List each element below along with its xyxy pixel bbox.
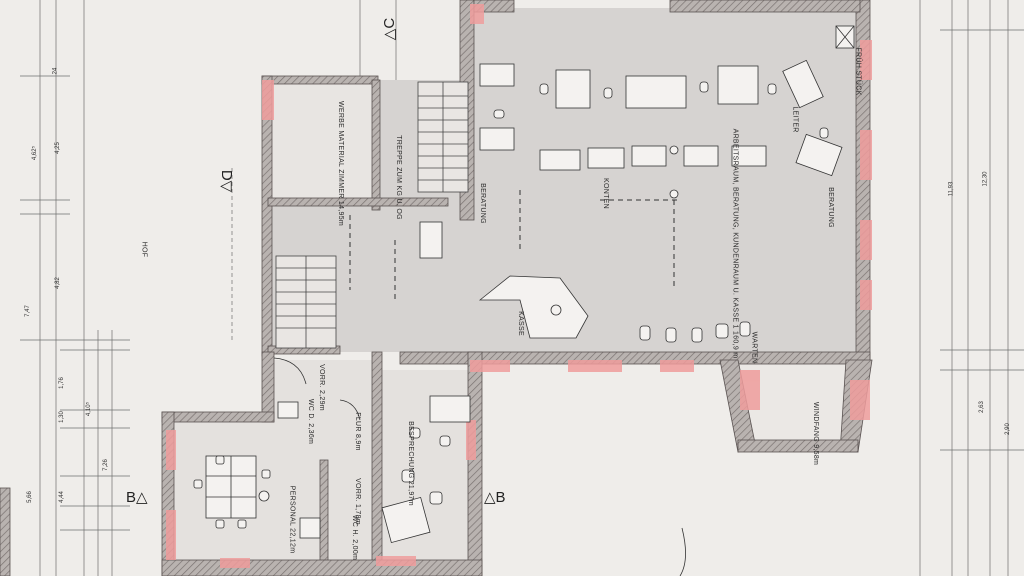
dim-left-7: 1,30 (58, 411, 65, 423)
room-label-leiter: LEITER (791, 106, 799, 133)
dimension-lines (20, 0, 1024, 576)
section-c-marker: △C (381, 17, 399, 41)
room-label-vorr-top: VORR. 2,29m (317, 364, 325, 411)
room-label-kasse: KASSE (516, 311, 524, 336)
dim-left-0: 4,62⁵ (32, 145, 39, 161)
walls (0, 0, 873, 576)
room-label-fruehstueck: FRÜH STÜCK (854, 47, 862, 96)
dim-left-5: 1,76 (58, 377, 65, 389)
dim-left-9: 7,26 (102, 459, 109, 471)
staircase-upper (417, 81, 469, 193)
room-label-wc-d: WC D. 2,36m (307, 398, 315, 445)
counter-lines (349, 190, 680, 300)
dim-left-1: 4,25 (54, 142, 61, 154)
room-label-treppe: TREPPE ZUM KG U. OG (394, 135, 402, 220)
section-d-marker: D▽ (218, 169, 236, 193)
furniture (205, 25, 855, 544)
section-b-right-marker: △B (484, 489, 506, 506)
dim-right-1: 12,30 (982, 171, 989, 187)
room-label-wc-h: WC H. 2,00m (351, 514, 359, 561)
room-label-windfang: WINDFANG 9,58m (812, 401, 820, 466)
door-swings (273, 357, 686, 576)
dim-right-2: 2,63 (978, 401, 985, 413)
dim-left-8: 4,44 (58, 491, 65, 503)
dim-right-0: 11,93 (948, 181, 955, 197)
room-label-arbeitsraum: ARBEITSRAUM, BERATUNG, KUNDENRAUM U. KAS… (731, 128, 739, 359)
room-label-personal: PERSONAL 22,12m (288, 485, 296, 554)
room-label-besprechung: BESPRECHUNG 21,97m (406, 421, 414, 506)
section-b-left-marker: B△ (126, 489, 148, 506)
dim-right-3: 2,90 (1004, 423, 1011, 435)
dim-left-4: 5,66 (26, 491, 33, 503)
room-label-hof: HOF (140, 241, 148, 258)
room-label-beratung-left: BERATUNG (478, 183, 486, 224)
dim-left-2: 4,82 (54, 277, 61, 289)
room-label-flur: FLUR 8,9m (353, 412, 361, 451)
staircase-lower (275, 255, 337, 349)
chairs (193, 81, 829, 529)
room-label-beratung-right: BERATUNG (826, 187, 834, 228)
room-label-konten: KONTEN (601, 178, 609, 209)
room-label-warten: WARTEN (750, 331, 758, 364)
room-label-werbe-material: WERBE MATERIAL ZIMMER 14,95m (337, 100, 345, 227)
dim-left-6: 4,10⁵ (86, 401, 93, 417)
dim-top-left: 24 (52, 67, 59, 75)
dim-left-3: 7,47 (24, 305, 31, 317)
window-markings (166, 4, 872, 568)
